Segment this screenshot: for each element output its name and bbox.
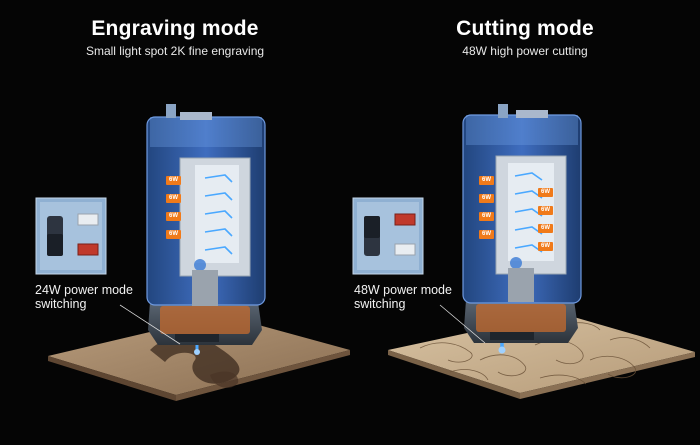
engraving-mode-subtitle: Small light spot 2K fine engraving	[85, 44, 265, 58]
cutting-mode-title: Cutting mode	[456, 17, 594, 40]
engraving-mode-title: Engraving mode	[91, 17, 259, 40]
indicator-red	[77, 243, 99, 256]
power-tag-6w: 6W	[538, 206, 553, 215]
power-tag-6w: 6W	[538, 242, 553, 251]
indicator-red	[394, 213, 416, 226]
power-tag-6w: 6W	[538, 224, 553, 233]
power-mode-label: 48W power mode switching	[354, 283, 494, 311]
indicator-white	[394, 243, 416, 256]
power-tag-6w: 6W	[479, 194, 494, 203]
power-mode-label-line1: 48W power mode	[354, 283, 452, 297]
power-tag-6w: 6W	[479, 176, 494, 185]
power-tag-6w: 6W	[166, 194, 181, 203]
power-tag-6w: 6W	[538, 188, 553, 197]
engraved-artwork	[150, 336, 240, 384]
engraving-mode-panel: Engraving mode Small light spot 2K fine …	[35, 17, 350, 401]
power-mode-label: 24W power mode switching	[35, 283, 175, 311]
power-mode-label-line2: switching	[354, 297, 406, 311]
indicator-white	[77, 213, 99, 226]
engraving-laser-module-illustration	[35, 104, 350, 401]
power-tag-6w: 6W	[166, 176, 181, 185]
cutting-mode-panel: Cutting mode 48W high power cutting	[350, 0, 700, 445]
cutting-mode-subtitle: 48W high power cutting	[462, 44, 588, 58]
power-tag-6w: 6W	[166, 230, 181, 239]
power-mode-label-line1: 24W power mode	[35, 283, 133, 297]
power-tag-6w: 6W	[479, 230, 494, 239]
power-tag-6w: 6W	[166, 212, 181, 221]
cutting-laser-module-illustration	[352, 104, 695, 399]
wood-board	[388, 313, 695, 393]
power-mode-label-line2: switching	[35, 297, 87, 311]
power-tag-6w: 6W	[479, 212, 494, 221]
